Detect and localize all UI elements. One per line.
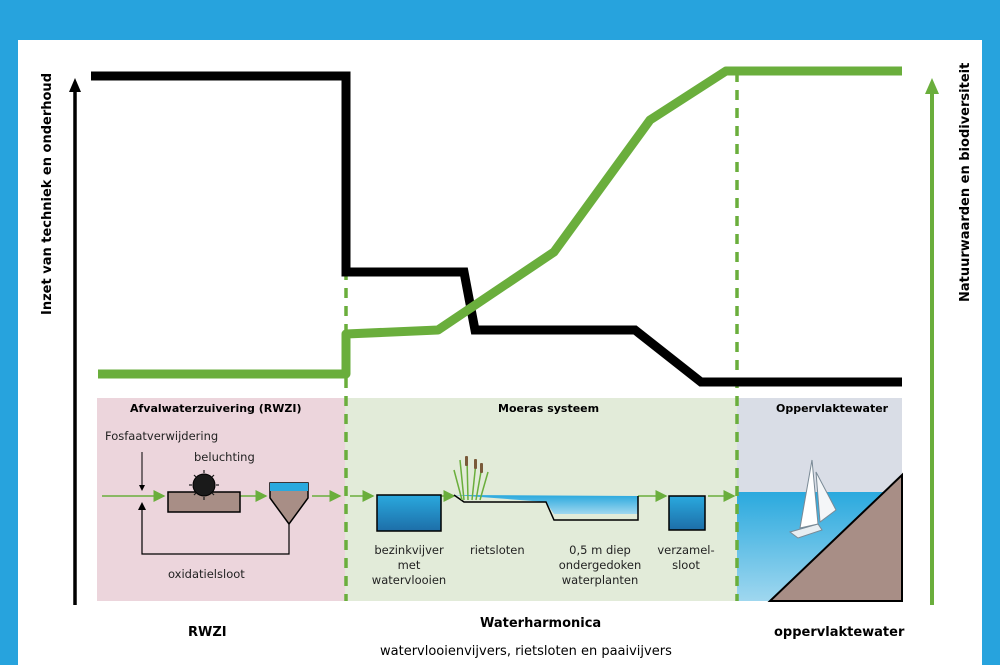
diagram-svg [69,66,939,605]
moeras-schematic [376,456,706,532]
rwzi-schematic [138,452,309,555]
bottom-label-waterharmonica-sub: watervlooienvijvers, rietsloten en paaiv… [380,644,672,659]
left-axis-arrow [69,78,81,92]
moeras-zone-title: Moeras systeem [498,402,600,415]
diagram-panel: Inzet van techniek en onderhoud Natuurwa… [18,40,982,665]
technique-line [91,71,902,387]
nature-line [98,66,902,379]
moeras-label-waterplanten: 0,5 m diep ondergedoken waterplanten [558,543,642,587]
rwzi-label-oxidatiesloot: oxidatielsloot [168,567,245,581]
moeras-label-rietsloten: rietsloten [470,543,525,557]
shore [767,472,903,602]
aerator-icon [192,473,216,497]
moeras-label-verzamelsloot: verzamel-sloot [657,543,715,572]
rwzi-label-fosfaat: Fosfaatverwijdering [105,429,219,443]
right-axis-arrow [925,78,939,94]
collection-ditch [668,495,706,531]
bottom-label-oppervlaktewater: oppervlaktewater [774,625,905,640]
reed-ditch [454,495,638,514]
settling-pond [376,494,442,532]
y-axis-left-label: Inzet van techniek en onderhoud [40,73,55,315]
rwzi-label-beluchting: beluchting [194,450,255,464]
bottom-label-rwzi: RWZI [188,625,227,640]
y-axis-right-label: Natuurwaarden en biodiversiteit [958,62,973,302]
rwzi-zone-title: Afvalwaterzuivering (RWZI) [130,402,302,415]
oppervlakte-zone-title: Oppervlaktewater [776,402,889,415]
sailboat-icon [788,459,837,539]
bottom-label-waterharmonica: Waterharmonica [480,616,602,631]
moeras-label-bezinkvijver: bezinkvijver met watervlooien [371,543,447,587]
